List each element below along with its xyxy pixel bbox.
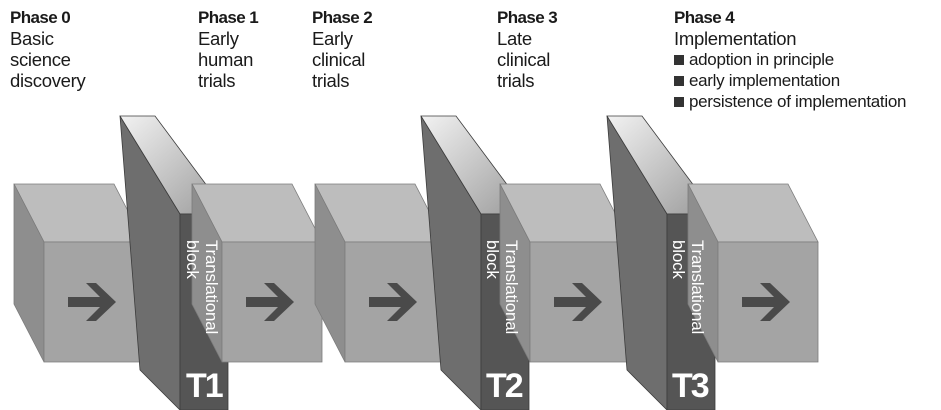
bullet-item: early implementation [674, 70, 906, 91]
phase-title: Phase 4 [674, 8, 735, 27]
block-label-line1: Translational [502, 240, 521, 335]
phase-cube [687, 183, 819, 363]
phase-title: Phase 3 [497, 8, 558, 27]
right-arrow-icon [554, 283, 602, 321]
phase-cube [13, 183, 145, 363]
bullet-item: persistence of implementation [674, 91, 906, 112]
phase-line: clinical [312, 49, 366, 70]
translational-block-label: Translational block [183, 240, 221, 334]
phase-line: Implementation [674, 28, 797, 49]
phase-line: trials [198, 70, 236, 91]
translational-block-label: Translational block [669, 240, 707, 334]
phase-line: Late [497, 28, 532, 49]
right-arrow-icon [68, 283, 116, 321]
block-label-line2: block [669, 240, 688, 279]
right-arrow-icon [369, 283, 417, 321]
phase-3: Phase 3 Late clinical trials [497, 8, 558, 91]
phase-line: Early [312, 28, 353, 49]
block-code-t1: T1 [186, 367, 224, 405]
right-arrow-icon [246, 283, 294, 321]
phase-title: Phase 2 [312, 8, 373, 27]
block-label-line1: Translational [202, 240, 221, 335]
phase-line: science [10, 49, 71, 70]
phase-cube [499, 183, 631, 363]
phase-line: clinical [497, 49, 551, 70]
phase-line: Basic [10, 28, 54, 49]
bullet-item: adoption in principle [674, 49, 906, 70]
block-code-t3: T3 [672, 367, 710, 405]
phase-4: Phase 4 Implementation adoption in princ… [674, 8, 906, 112]
phase-title: Phase 0 [10, 8, 71, 27]
phase-line: human [198, 49, 254, 70]
phase-line: trials [497, 70, 535, 91]
phase-title: Phase 1 [198, 8, 259, 27]
block-label-line2: block [183, 240, 202, 279]
phase-cube [191, 183, 323, 363]
phase-2: Phase 2 Early clinical trials [312, 8, 373, 91]
block-label-line1: Translational [688, 240, 707, 335]
phase-line: trials [312, 70, 350, 91]
phase-line: Early [198, 28, 239, 49]
phase-cube [314, 183, 446, 363]
phase-1: Phase 1 Early human trials [198, 8, 259, 91]
block-code-t2: T2 [486, 367, 524, 405]
translational-block-label: Translational block [483, 240, 521, 334]
block-label-line2: block [483, 240, 502, 279]
phase-0: Phase 0 Basic science discovery [10, 8, 86, 91]
right-arrow-icon [742, 283, 790, 321]
phase-line: discovery [10, 70, 86, 91]
